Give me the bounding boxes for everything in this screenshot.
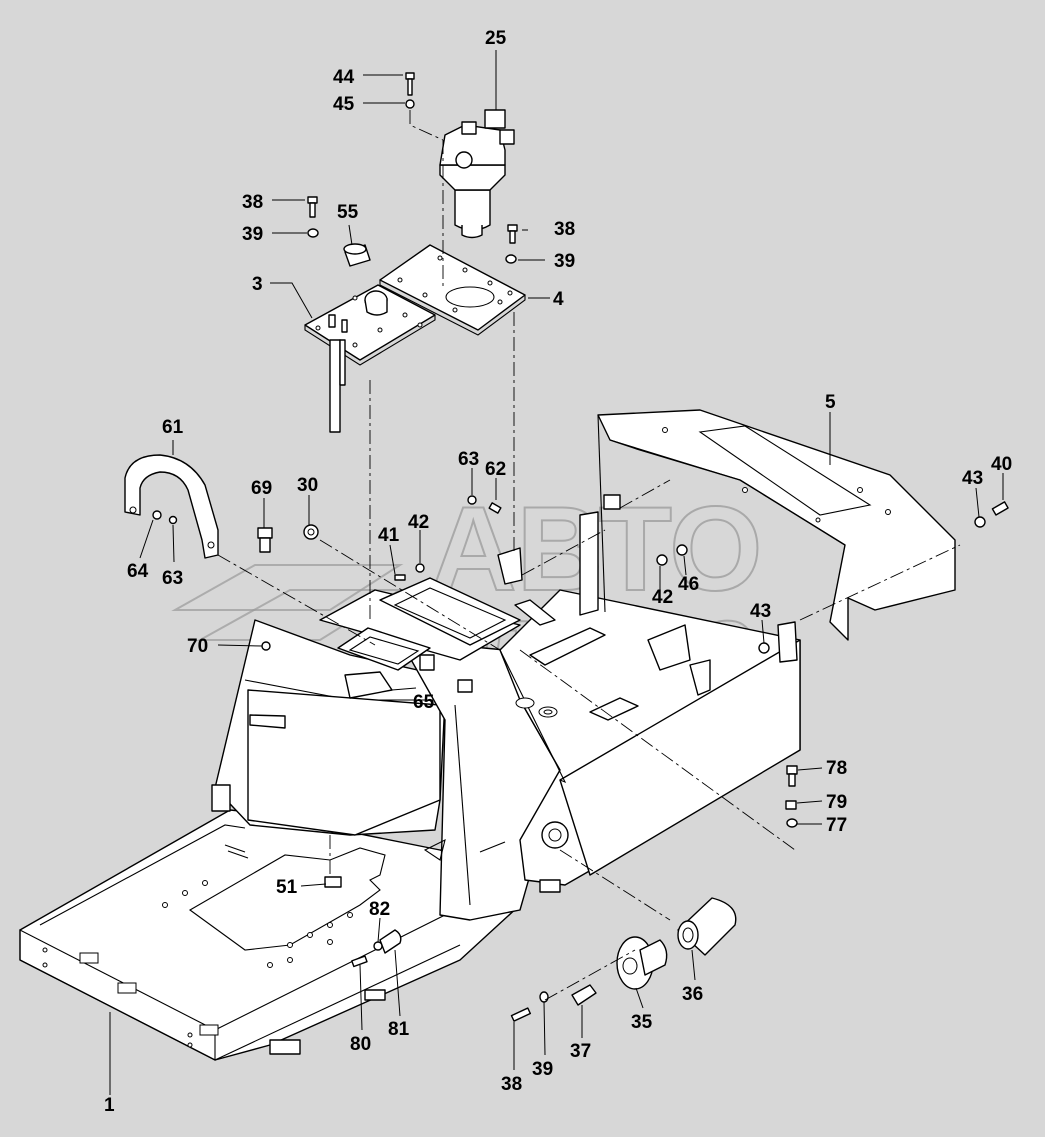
callout-80: 81 [388,1019,410,1040]
callout-43-right: 43 [962,468,983,489]
callout-55: 55 [337,202,359,223]
callout-38-bottom: 38 [501,1074,522,1095]
cover-part-5 [597,409,956,641]
callout-64: 64 [127,561,149,582]
callout-4: 4 [553,289,564,310]
callout-61: 61 [162,417,184,438]
callout-30: 30 [297,475,318,496]
callout-40: 40 [991,454,1012,475]
callout-39-bottom: 39 [532,1059,553,1080]
sleeve-part-36 [677,897,737,956]
callout-37: 37 [570,1041,591,1062]
callout-43-center: 43 [750,601,771,622]
handle-part-61 [124,454,219,559]
callout-63-center: 63 [458,449,479,470]
callout-79: 79 [826,792,847,813]
callout-77: 77 [826,815,847,836]
callout-36: 36 [682,984,703,1005]
callout-3: 3 [252,274,263,295]
callout-42-right: 42 [652,587,673,608]
callout-70: 70 [187,636,208,657]
callout-39-upper-right: 39 [554,251,575,272]
callout-82: 82 [369,899,390,920]
callout-5: 5 [825,392,836,413]
callout-38-upper-left: 38 [242,192,263,213]
callout-78: 78 [826,758,847,779]
callout-62: 62 [485,459,506,480]
assembly-lines [217,110,961,1001]
callout-1: 1 [104,1095,115,1116]
callout-46: 46 [678,574,699,595]
callout-69: 69 [251,478,272,499]
callout-41: 41 [378,525,400,546]
callout-42-center: 42 [408,512,429,533]
plate-part-3 [304,284,436,433]
main-frame [19,511,801,1061]
callout-51: 51 [276,877,298,898]
flange-part-35 [616,936,668,990]
callout-38-upper-right: 38 [554,219,575,240]
callout-65: 65 [413,692,435,713]
callout-63-left: 63 [162,568,183,589]
plate-part-4 [379,244,526,336]
callout-25: 25 [485,28,507,49]
callout-44: 44 [333,67,355,88]
callout-39-upper-left: 39 [242,224,263,245]
callout-81: 80 [350,1034,371,1055]
leader-lines [109,50,1004,1095]
hardware [152,72,1009,1022]
callout-35: 35 [631,1012,653,1033]
callout-45: 45 [333,94,355,115]
filter-part-25 [439,109,515,239]
callout-labels: 25 44 45 38 39 55 38 39 3 4 5 61 63 62 4… [104,28,1012,1116]
